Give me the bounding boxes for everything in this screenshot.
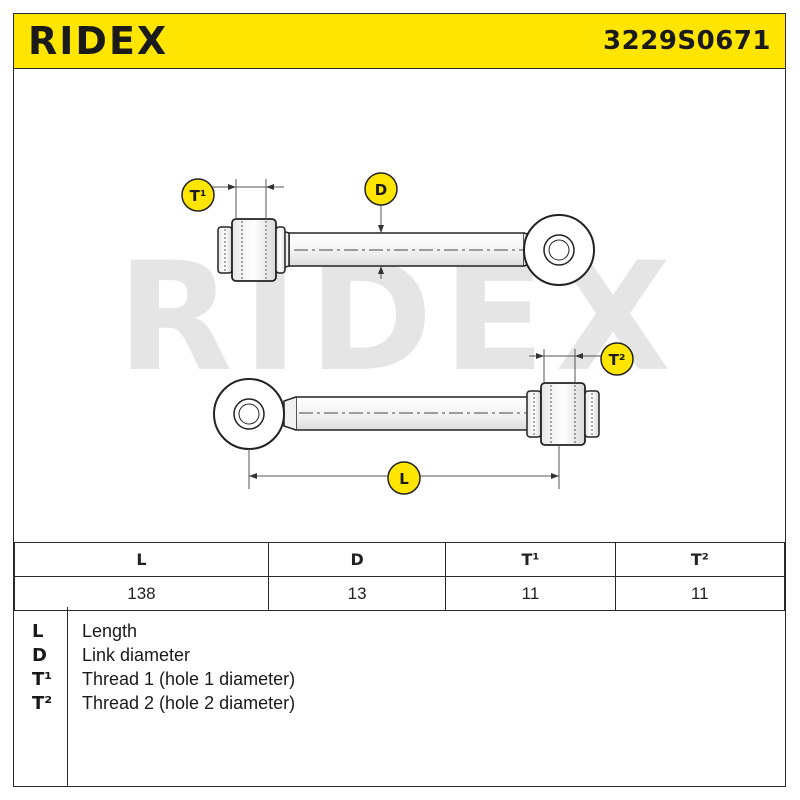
technical-drawing: RIDEX — [14, 69, 785, 544]
header-cell-t2: T² — [614, 542, 786, 577]
legend-key: T² — [32, 693, 53, 714]
legend-desc: Link diameter — [82, 645, 191, 665]
top-link — [210, 179, 595, 286]
t2-callout: T² — [600, 342, 634, 376]
d-callout: D — [364, 172, 398, 206]
legend-desc: Thread 1 (hole 1 diameter) — [82, 669, 296, 689]
spec-sheet: RIDEX 3229S0671 RIDEX — [13, 13, 786, 787]
header-cell-l: L — [14, 542, 269, 577]
value-cell-d: 13 — [267, 576, 447, 611]
l-label: L — [399, 470, 409, 488]
legend-key: T¹ — [32, 669, 53, 690]
top-link-bushing — [217, 218, 286, 282]
l-callout: L — [387, 461, 421, 495]
brand-logo: RIDEX — [28, 19, 169, 63]
drawing-canvas: RIDEX — [117, 172, 671, 495]
dimension-table-header: L D T¹ T² — [14, 542, 786, 577]
d-label: D — [375, 181, 387, 199]
legend-item: T² Thread 2 (hole 2 diameter) — [14, 693, 785, 717]
t2-label: T² — [609, 351, 626, 369]
bottom-link-bushing — [526, 382, 600, 446]
legend-item: D Link diameter — [14, 645, 785, 669]
t1-callout: T¹ — [181, 178, 215, 212]
header-bar: RIDEX 3229S0671 — [14, 14, 785, 69]
legend-key: D — [32, 645, 47, 666]
legend-desc: Thread 2 (hole 2 diameter) — [82, 693, 296, 713]
value-cell-l: 138 — [14, 576, 269, 611]
dimension-table: L D T¹ T² 138 13 11 11 — [14, 542, 786, 611]
value-cell-t1: 11 — [445, 576, 616, 611]
bottom-link — [213, 349, 601, 489]
header-cell-d: D — [267, 542, 447, 577]
part-number: 3229S0671 — [603, 26, 771, 56]
legend-item: T¹ Thread 1 (hole 1 diameter) — [14, 669, 785, 693]
legend-key: L — [32, 621, 44, 642]
legend-item: L Length — [14, 621, 785, 645]
legend-divider — [67, 607, 68, 786]
legend: L Length D Link diameter T¹ Thread 1 (ho… — [14, 607, 785, 787]
legend-desc: Length — [82, 621, 138, 641]
value-cell-t2: 11 — [614, 576, 786, 611]
t1-label: T¹ — [190, 187, 207, 205]
header-cell-t1: T¹ — [445, 542, 616, 577]
dimension-table-values: 138 13 11 11 — [14, 576, 786, 611]
